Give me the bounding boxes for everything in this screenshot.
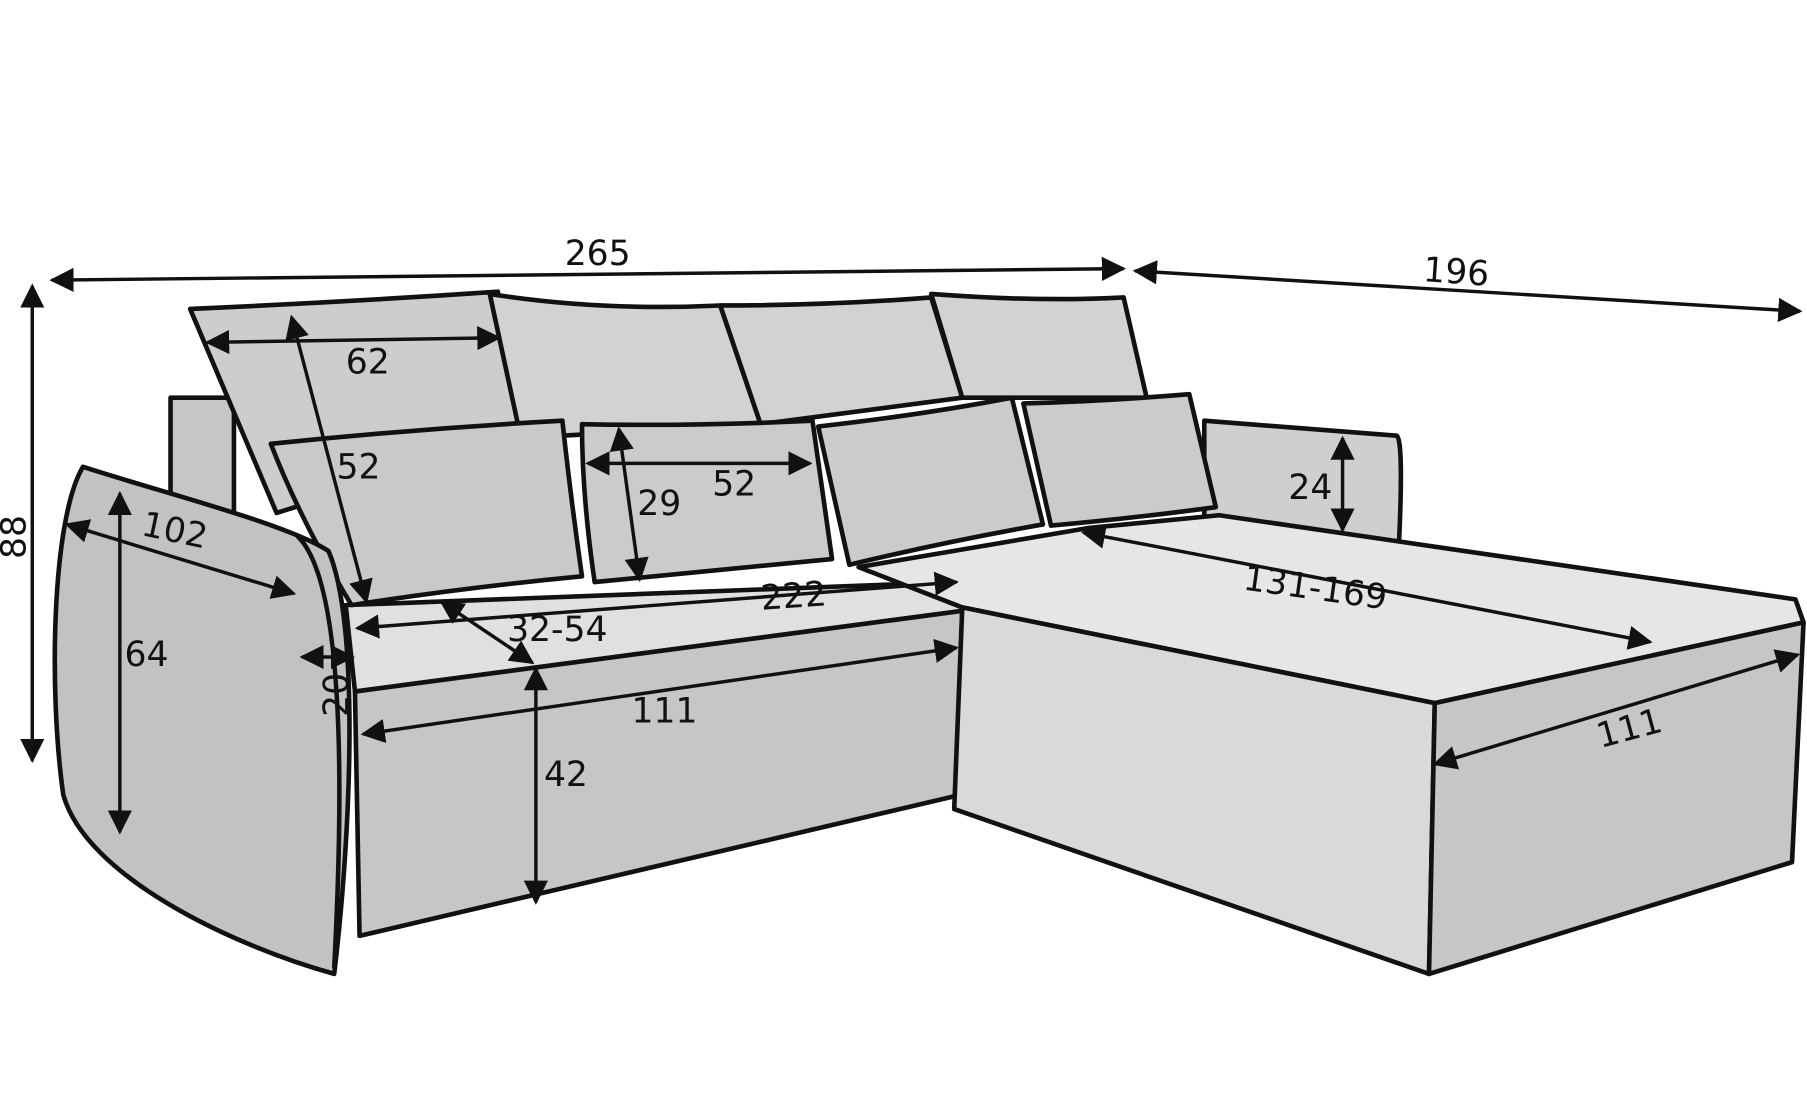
dim-line-265	[49, 256, 1127, 293]
label-pillow-height: 29	[637, 484, 681, 524]
label-armrest-height: 64	[124, 635, 168, 675]
dim-line-111-chaise	[1432, 649, 1801, 770]
label-sleeping-width: 222	[759, 574, 828, 619]
label-seat-front-width: 111	[632, 692, 698, 732]
back-cushion-3	[717, 295, 965, 427]
pillow-4	[1021, 391, 1219, 528]
label-chaise-depth: 196	[1422, 250, 1491, 295]
back-cushion-4	[928, 291, 1149, 400]
label-total-height: 88	[0, 515, 34, 559]
dim-line-196	[1132, 260, 1803, 323]
dim-line-131-169	[1080, 524, 1653, 650]
dim-line-222	[354, 571, 959, 639]
dim-line-29	[609, 426, 649, 583]
label-seat-depth: 32-54	[507, 610, 607, 650]
label-back-cushion-width: 62	[346, 342, 390, 382]
label-seat-height: 42	[544, 755, 588, 795]
dim-line-102	[64, 519, 297, 599]
back-cushion-2	[487, 291, 763, 441]
label-back-cushion-height: 52	[337, 447, 381, 487]
dim-line-111-front	[360, 638, 959, 744]
label-total-width: 265	[565, 234, 631, 274]
pillow-3	[815, 395, 1046, 568]
label-armrest-width: 20	[317, 673, 357, 717]
label-chaise-armrest-height: 24	[1288, 468, 1332, 508]
label-pillow-width: 52	[712, 465, 756, 505]
dim-line-52-back	[285, 314, 373, 605]
